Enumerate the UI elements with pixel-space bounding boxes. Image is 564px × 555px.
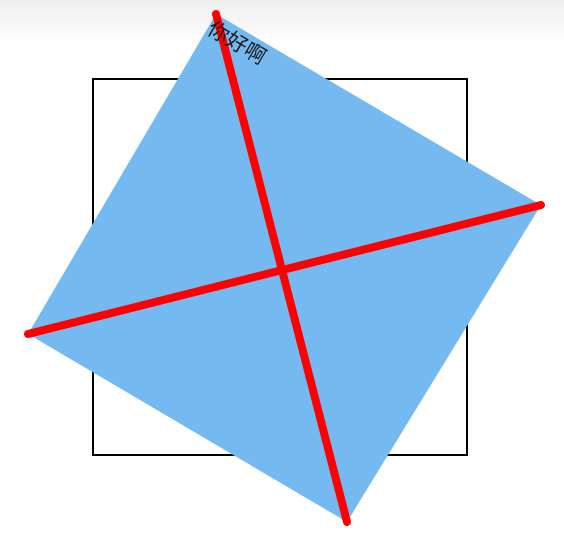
top-bar <box>0 0 564 46</box>
diagonal-line-horizontal <box>24 201 545 338</box>
